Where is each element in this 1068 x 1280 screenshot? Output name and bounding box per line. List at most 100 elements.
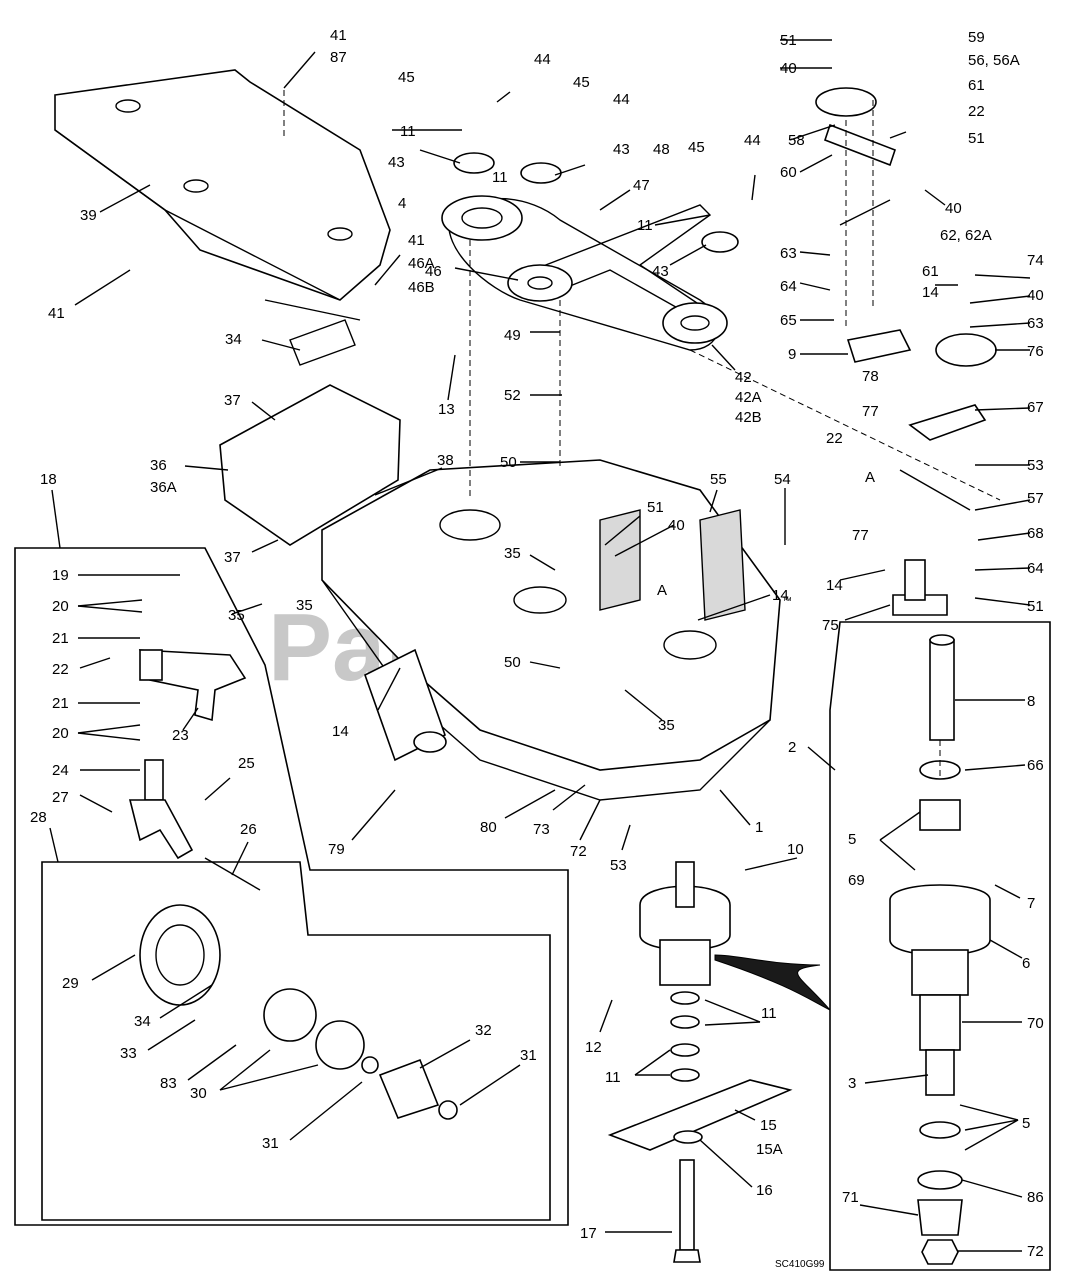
callout-5: 5 — [1022, 1115, 1030, 1132]
callout-44: 44 — [534, 51, 551, 68]
callout-46b: 46B — [408, 279, 435, 296]
callout-42b: 42B — [735, 409, 762, 426]
callout-37: 37 — [224, 549, 241, 566]
callout-42: 42 — [735, 369, 752, 386]
callout-56: 56, 56A — [968, 52, 1020, 69]
blade-spindle-center — [607, 861, 831, 1263]
callout-72: 72 — [1027, 1243, 1044, 1260]
callout-3: 3 — [848, 1075, 856, 1092]
callout-15a: 15A — [756, 1141, 783, 1158]
callout-35: 35 — [228, 607, 245, 624]
ref-a-deck: A — [657, 582, 667, 599]
callout-6: 6 — [1022, 955, 1030, 972]
mower-deck-housing — [321, 459, 781, 801]
callout-51: 51 — [780, 32, 797, 49]
callout-33: 33 — [120, 1045, 137, 1062]
callout-35: 35 — [658, 717, 675, 734]
callout-9: 9 — [788, 346, 796, 363]
callout-46: 46 — [425, 263, 442, 280]
callout-11: 11 — [605, 1069, 621, 1086]
callout-50: 50 — [500, 454, 517, 471]
callout-62: 62, 62A — [940, 227, 992, 244]
callout-40: 40 — [945, 200, 962, 217]
callout-64: 64 — [1027, 560, 1044, 577]
callout-63: 63 — [780, 245, 797, 262]
deck-shield-plate — [54, 69, 391, 301]
callout-59: 59 — [968, 29, 985, 46]
callout-30: 30 — [190, 1085, 207, 1102]
callout-77: 77 — [862, 403, 879, 420]
callout-36a: 36A — [150, 479, 177, 496]
callout-27: 27 — [52, 789, 69, 806]
callout-labels: 41 87 39 41 41 46A 46B 45 11 43 4 44 45 … — [30, 27, 1044, 1270]
callout-48: 48 — [653, 141, 670, 158]
callout-86: 86 — [1027, 1189, 1044, 1206]
callout-14: 14 — [826, 577, 843, 594]
callout-44: 44 — [613, 91, 630, 108]
callout-45: 45 — [398, 69, 415, 86]
callout-47: 47 — [633, 177, 650, 194]
callout-77: 77 — [852, 527, 869, 544]
anti-scalp-roller — [364, 648, 447, 762]
caster-wheel-assembly — [14, 547, 569, 1226]
callout-58: 58 — [788, 132, 805, 149]
callout-11: 11 — [637, 217, 653, 234]
callout-8: 8 — [1027, 693, 1035, 710]
callout-57: 57 — [1027, 490, 1044, 507]
callout-21: 21 — [52, 695, 69, 712]
callout-35: 35 — [504, 545, 521, 562]
callout-46a: 46A — [408, 255, 435, 272]
callout-41: 41 — [408, 232, 425, 249]
callout-41: 41 — [48, 305, 65, 322]
callout-38: 38 — [437, 452, 454, 469]
drawing-code: SC410G99 — [775, 1259, 825, 1270]
callout-22: 22 — [968, 103, 985, 120]
callout-19: 19 — [52, 567, 69, 584]
callout-11: 11 — [761, 1005, 777, 1022]
callout-5: 5 — [848, 831, 856, 848]
callout-43: 43 — [652, 263, 669, 280]
assembly-centerlines — [283, 90, 1001, 780]
callout-1: 1 — [755, 819, 763, 836]
callout-40: 40 — [780, 60, 797, 77]
callout-42a: 42A — [735, 389, 762, 406]
callout-34: 34 — [225, 331, 242, 348]
callout-51: 51 — [1027, 598, 1044, 615]
callout-20: 20 — [52, 725, 69, 742]
callout-75: 75 — [822, 617, 839, 634]
callout-60: 60 — [780, 164, 797, 181]
callout-74: 74 — [1027, 252, 1044, 269]
callout-18: 18 — [40, 471, 57, 488]
callout-15: 15 — [760, 1117, 777, 1134]
callout-39: 39 — [80, 207, 97, 224]
callout-61: 61 — [922, 263, 939, 280]
callout-29: 29 — [62, 975, 79, 992]
callout-49: 49 — [504, 327, 521, 344]
callout-25: 25 — [238, 755, 255, 772]
callout-44: 44 — [744, 132, 761, 149]
idler-bracket — [219, 299, 401, 546]
callout-83: 83 — [160, 1075, 177, 1092]
callout-4: 4 — [398, 195, 406, 212]
callout-26: 26 — [240, 821, 257, 838]
callout-69: 69 — [848, 872, 865, 889]
callout-22: 22 — [52, 661, 69, 678]
callout-leaders — [49, 39, 1031, 1252]
callout-45: 45 — [688, 139, 705, 156]
callout-31: 31 — [520, 1047, 537, 1064]
callout-14: 14 — [922, 284, 939, 301]
callout-54: 54 — [774, 471, 791, 488]
callout-43: 43 — [613, 141, 630, 158]
ref-a-idler: A — [865, 469, 875, 486]
callout-78: 78 — [862, 368, 879, 385]
callout-76: 76 — [1027, 343, 1044, 360]
callout-65: 65 — [780, 312, 797, 329]
callout-13: 13 — [438, 401, 455, 418]
callout-51: 51 — [647, 499, 664, 516]
callout-10: 10 — [787, 841, 804, 858]
callout-35: 35 — [296, 597, 313, 614]
callout-64: 64 — [780, 278, 797, 295]
callout-52: 52 — [504, 387, 521, 404]
callout-11: 11 — [400, 123, 416, 140]
